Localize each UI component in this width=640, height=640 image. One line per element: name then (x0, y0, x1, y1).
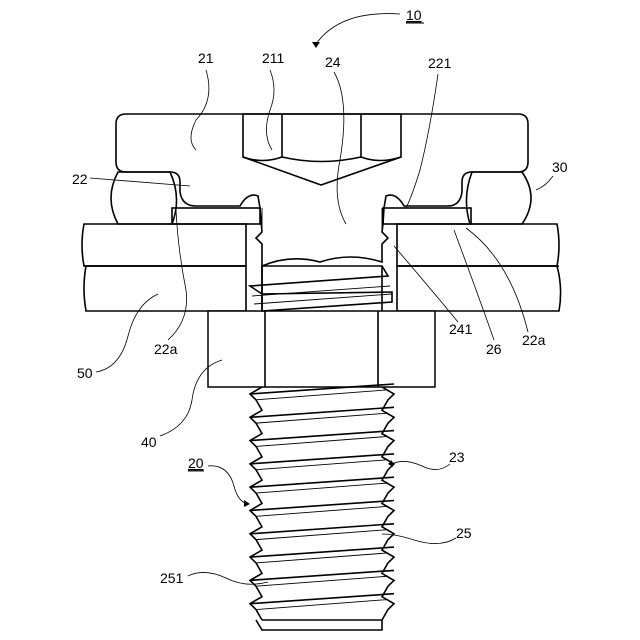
label-24: 24 (325, 54, 341, 70)
label-211: 211 (262, 50, 285, 66)
washer-26 (172, 208, 471, 224)
label-241: 241 (449, 321, 473, 337)
label-22: 22 (72, 171, 88, 187)
thread-root-line (256, 553, 388, 563)
ring-30 (111, 172, 531, 224)
thread-root-line (256, 530, 388, 540)
label-50: 50 (77, 365, 93, 381)
thread-crest-line (250, 500, 394, 510)
lower-plate-left (84, 266, 246, 311)
thread-crest-line (250, 431, 394, 441)
thread-crest-line (250, 477, 394, 487)
upper-plate-left (82, 224, 246, 266)
thread-outline-left (250, 387, 262, 620)
ring-right (466, 172, 531, 224)
label-251: 251 (160, 570, 184, 586)
label-21: 21 (198, 50, 214, 66)
thread-root-line (256, 483, 388, 493)
cap-21 (116, 114, 528, 266)
hex-nut-40 (208, 311, 435, 387)
thread-root-line (256, 413, 388, 423)
thread-outline-right (382, 387, 394, 620)
label-22a-left: 22a (154, 341, 178, 357)
reference-labels: 10 21 211 24 221 22 30 22a 50 241 26 22a… (72, 7, 568, 586)
panel-50 (82, 224, 561, 311)
label-40: 40 (141, 434, 157, 450)
thread-root-line (256, 506, 388, 516)
thread-25 (250, 384, 394, 620)
thread-root-line (256, 436, 388, 446)
thread-root-line (256, 600, 388, 610)
thread-root-line (256, 576, 388, 586)
thread-root-line (256, 390, 388, 400)
label-23: 23 (449, 449, 465, 465)
thread-crest-line (250, 547, 394, 557)
ring-left (111, 172, 177, 224)
thread-root-line (256, 460, 388, 470)
label-22a-right: 22a (522, 332, 546, 348)
label-25: 25 (456, 525, 472, 541)
thread-crest-line (250, 407, 394, 417)
upper-plate-right (397, 224, 559, 266)
label-221: 221 (428, 55, 452, 71)
lower-plate-right (397, 266, 561, 311)
label-26: 26 (486, 341, 502, 357)
thread-crest-line (250, 524, 394, 534)
cap-body (116, 114, 528, 266)
label-30: 30 (552, 159, 568, 175)
label-20: 20 (188, 455, 204, 471)
thread-crest-line (250, 570, 394, 580)
label-10: 10 (406, 7, 422, 23)
thread-crest-line (250, 454, 394, 464)
thread-crest-line (250, 594, 394, 604)
